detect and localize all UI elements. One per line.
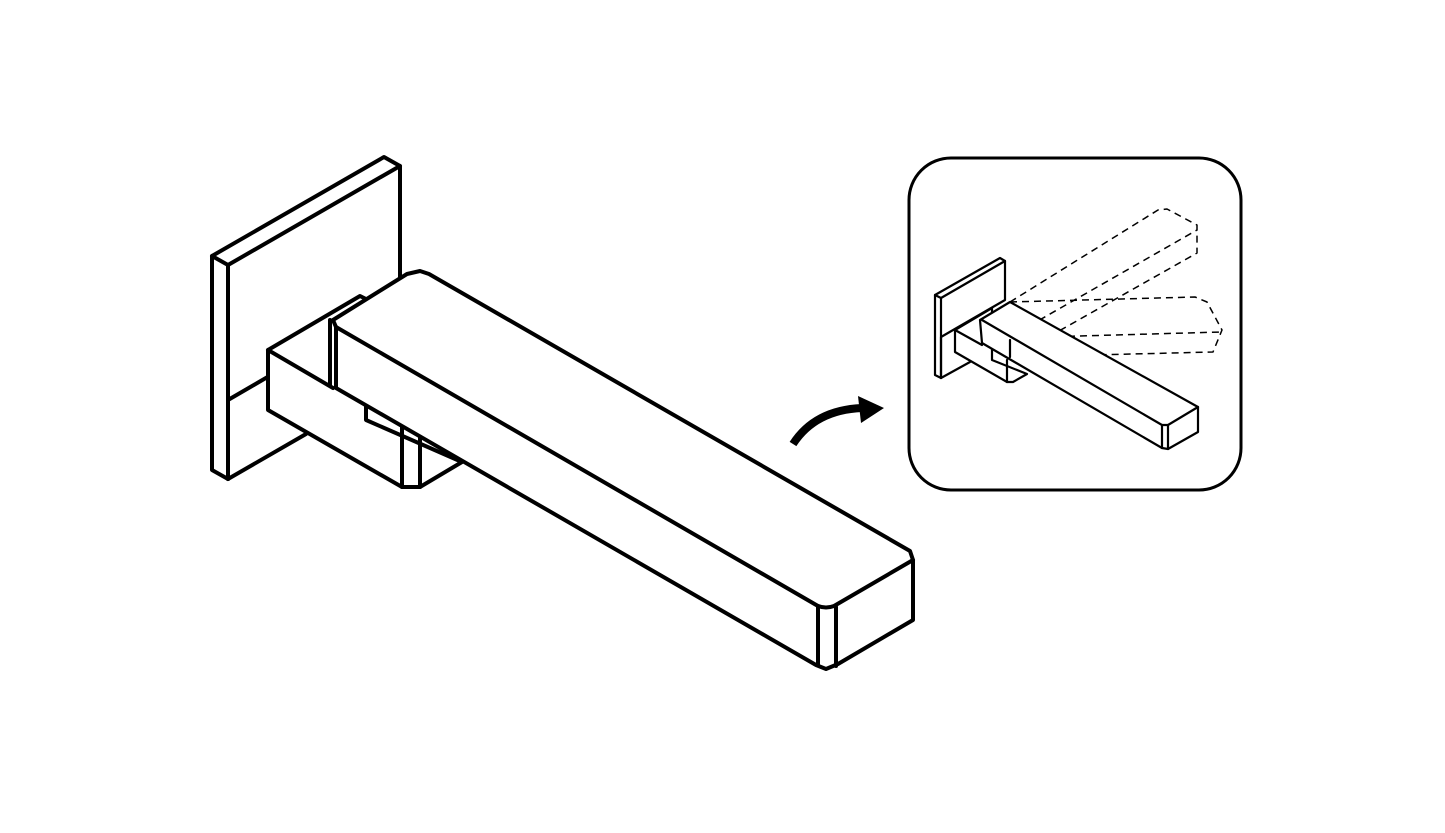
curved-arrow-icon — [789, 396, 884, 447]
main-spout-illustration — [210, 155, 915, 671]
spout-arm — [331, 269, 915, 671]
swivel-range-inset — [907, 156, 1243, 492]
wall-plate — [210, 155, 402, 481]
inset-spout-arm — [978, 300, 1200, 451]
